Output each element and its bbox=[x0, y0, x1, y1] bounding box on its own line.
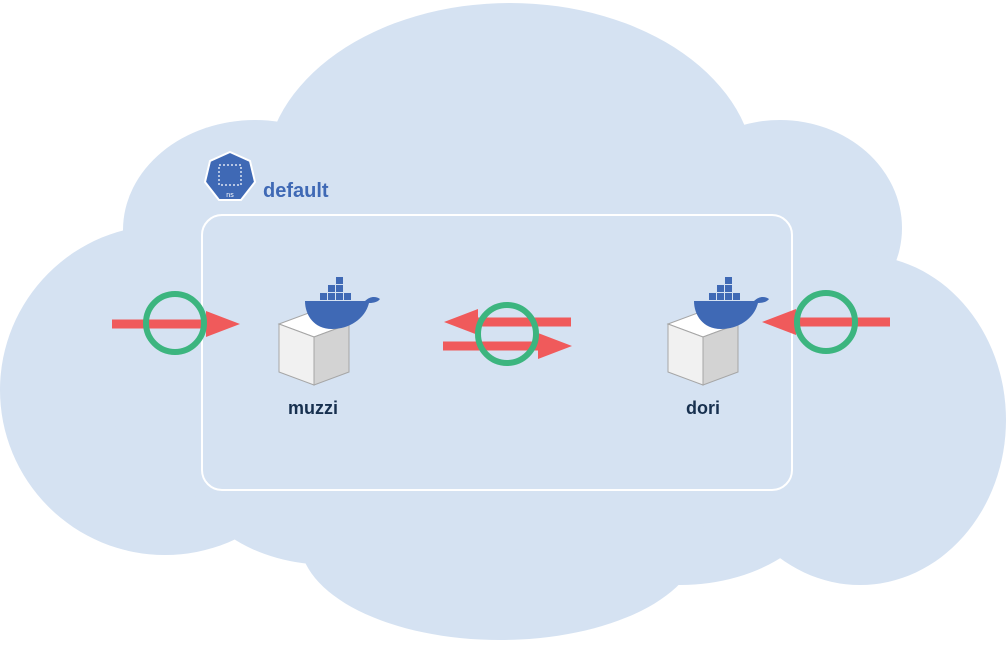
namespace-badge-text: ns bbox=[226, 192, 234, 199]
cloud-background bbox=[0, 3, 1006, 640]
allowed-ring-left bbox=[143, 291, 207, 355]
namespace-boundary bbox=[201, 214, 793, 491]
node-label-dori: dori bbox=[686, 398, 720, 418]
arrow-muzzi-to-dori bbox=[443, 333, 572, 359]
namespace-label: default bbox=[263, 180, 329, 202]
arrow-external-to-dori bbox=[762, 309, 890, 335]
allowed-ring-right bbox=[794, 290, 858, 354]
allowed-ring-center bbox=[475, 302, 539, 366]
arrow-external-to-muzzi bbox=[112, 311, 240, 337]
node-label-muzzi: muzzi bbox=[288, 398, 338, 418]
arrow-dori-to-muzzi bbox=[444, 309, 571, 335]
kubernetes-namespace-icon: ns bbox=[203, 150, 257, 201]
